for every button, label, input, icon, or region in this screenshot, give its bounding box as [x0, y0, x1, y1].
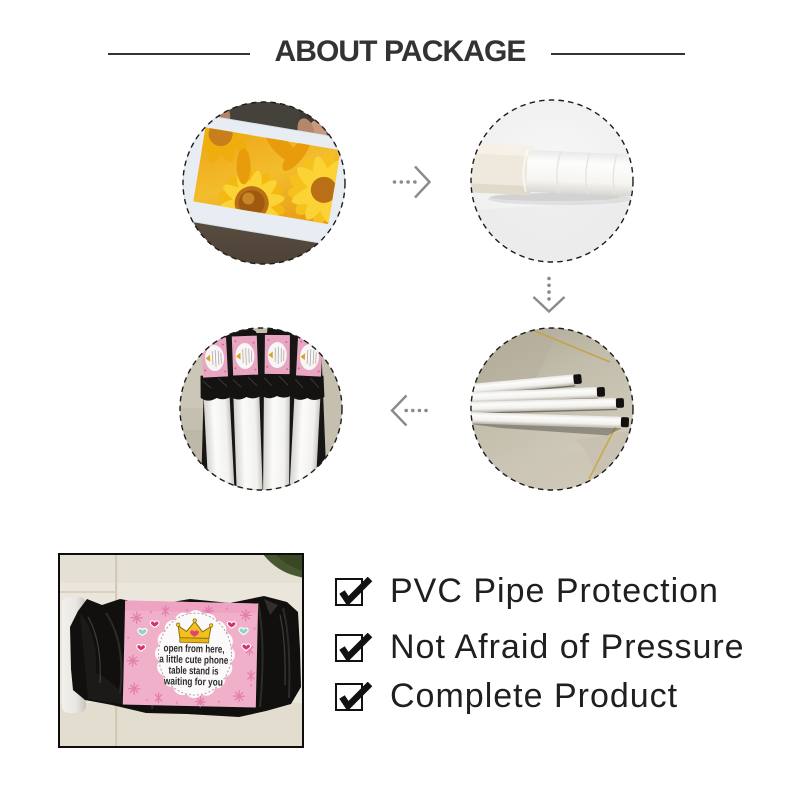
svg-text:a little cute phone: a little cute phone — [159, 653, 228, 667]
svg-text:waiting for you: waiting for you — [163, 675, 223, 688]
svg-text:table stand is: table stand is — [168, 665, 218, 678]
svg-text:open from here,: open from here, — [163, 642, 224, 655]
